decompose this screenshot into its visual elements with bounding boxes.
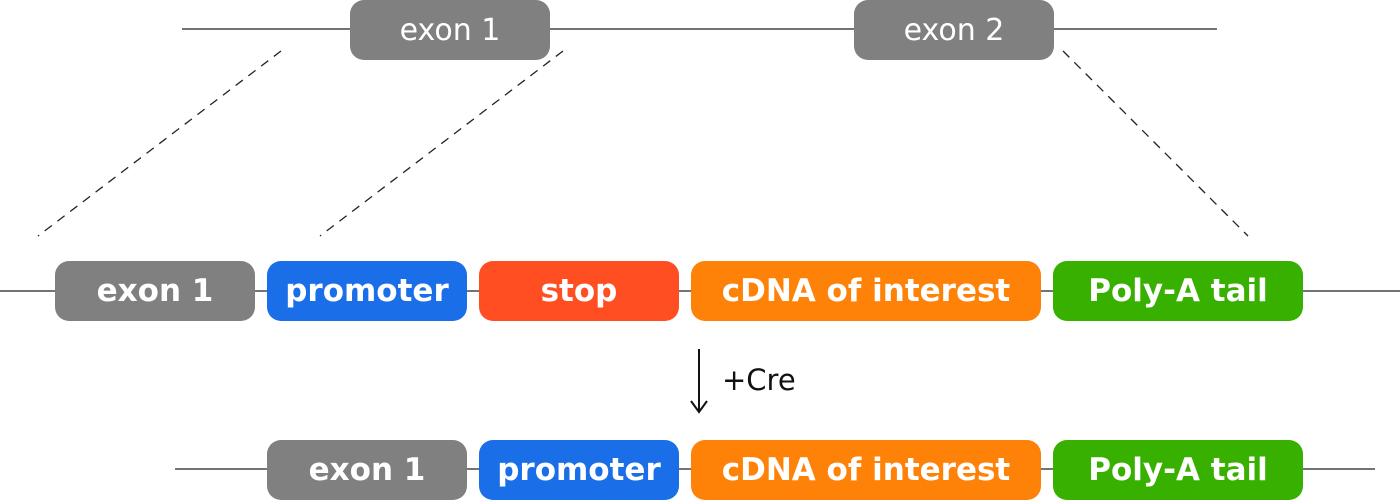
recombined-cdna-box: cDNA of interest — [691, 440, 1041, 500]
construct-promoter-label: promoter — [285, 273, 449, 309]
construct-stop-label: stop — [540, 273, 618, 309]
recombined-exon1-label: exon 1 — [308, 452, 426, 488]
insertion-guide-left-inner — [319, 50, 564, 237]
cre-label: +Cre — [722, 363, 796, 397]
recombined-promoter-label: promoter — [497, 452, 661, 488]
recombined-polya-label: Poly-A tail — [1088, 452, 1268, 488]
construct-stop-box: stop — [479, 261, 679, 321]
genomic-exon1-box: exon 1 — [350, 0, 550, 60]
genomic-exon2-box: exon 2 — [854, 0, 1054, 60]
insertion-guide-right — [1062, 50, 1249, 237]
construct-exon1-label: exon 1 — [96, 273, 214, 309]
construct-cdna-label: cDNA of interest — [721, 273, 1011, 309]
recombined-cdna-label: cDNA of interest — [721, 452, 1011, 488]
insertion-guide-left-outer — [37, 50, 282, 237]
recombined-exon1-box: exon 1 — [267, 440, 467, 500]
genomic-exon2-label: exon 2 — [903, 12, 1005, 48]
construct-exon1-box: exon 1 — [55, 261, 255, 321]
construct-cdna-box: cDNA of interest — [691, 261, 1041, 321]
recombined-promoter-box: promoter — [479, 440, 679, 500]
construct-promoter-box: promoter — [267, 261, 467, 321]
recombined-polya-box: Poly-A tail — [1053, 440, 1303, 500]
genomic-exon1-label: exon 1 — [399, 12, 501, 48]
construct-polya-box: Poly-A tail — [1053, 261, 1303, 321]
construct-polya-label: Poly-A tail — [1088, 273, 1268, 309]
cre-arrow-head — [690, 400, 708, 414]
